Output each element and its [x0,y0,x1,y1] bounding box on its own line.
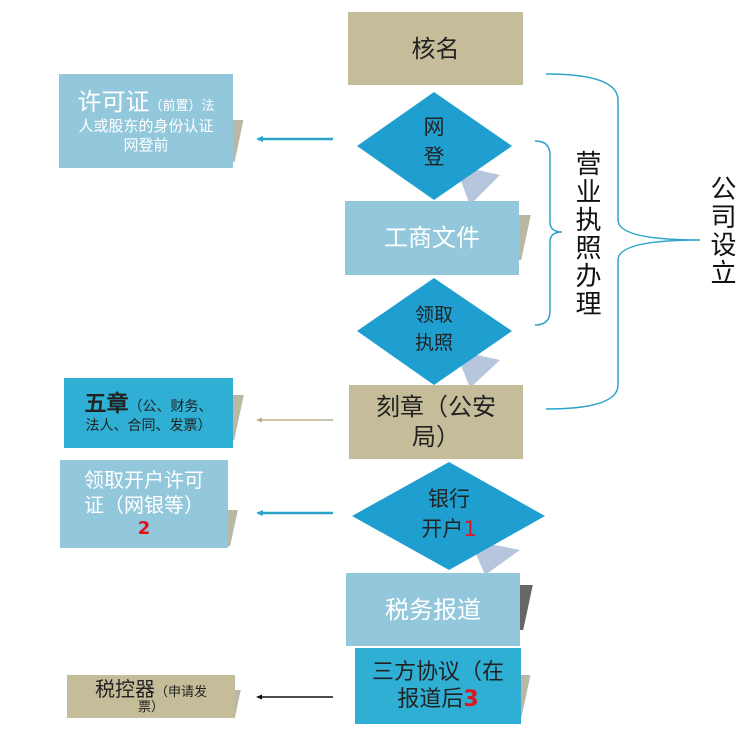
group-label-gongsi: 公司设立 [706,175,736,287]
step-sanfang: 三方协议（在报道后3 [355,648,521,724]
note-xukezheng: 许可证（前置）法人或股东的身份认证网登前 [59,74,233,168]
arrowhead [256,510,263,516]
step-wangdeng: 网登 [384,112,484,173]
step-label: 领取 [414,304,453,326]
bracket-yingye [534,140,563,326]
note-title: 许可证 [77,88,150,117]
step-lingqu-zhizhao: 领取执照 [384,302,484,357]
step-label: 局） [412,423,460,451]
step-shuiwu: 税务报道 [346,573,520,646]
step-label: 报道后 [397,687,464,712]
step-heming: 核名 [348,12,523,85]
group-label-yingye: 营业执照办理 [571,150,601,318]
step-label: 登 [423,145,445,170]
note-text: 票） [137,699,164,715]
diamond-wangdeng [357,92,512,200]
note-text: 领取开户许可 [84,467,204,492]
arrowhead [256,417,262,423]
note-title: 五章 [84,391,129,417]
note-text: （公、财务、 [128,398,213,415]
step-label: 网 [423,115,445,139]
step-label: 税务报道 [385,595,481,624]
note-kaihu: 领取开户许可证（网银等）2 [60,460,228,548]
note-text: 法人、合同、发票） [85,418,212,434]
note-text: 网登前 [123,136,169,154]
step-gongshang: 工商文件 [345,201,519,275]
note-title: 税控器 [94,677,155,702]
note-text: 人或股东的身份认证 [78,117,214,136]
step-label: 刻章（公安 [376,393,496,421]
step-label: 核名 [411,34,460,63]
diamond-yinhang [352,462,545,570]
step-label: 三方协议（在 [371,659,504,685]
step-label: 工商文件 [384,224,480,252]
note-text: （前置）法 [149,99,215,115]
note-wuzhang: 五章（公、财务、法人、合同、发票） [64,378,233,448]
step-label: 银行 [428,487,470,511]
step-number: 3 [463,687,479,712]
arrowhead [256,136,263,142]
note-text: （申请发 [154,685,207,701]
bracket-gongsi [545,73,701,410]
step-label: 执照 [414,331,453,354]
step-number: 1 [463,517,477,542]
step-kezhang: 刻章（公安局） [349,385,523,459]
step-yinhang: 银行开户1 [399,484,499,545]
step-label: 开户 [421,517,464,542]
note-shuikongqi: 税控器（申请发票） [67,675,235,718]
diamond-lingqu [357,278,512,385]
note-text: 证（网银等） [84,492,204,517]
arrowhead [256,694,262,700]
note-number: 2 [137,517,151,539]
